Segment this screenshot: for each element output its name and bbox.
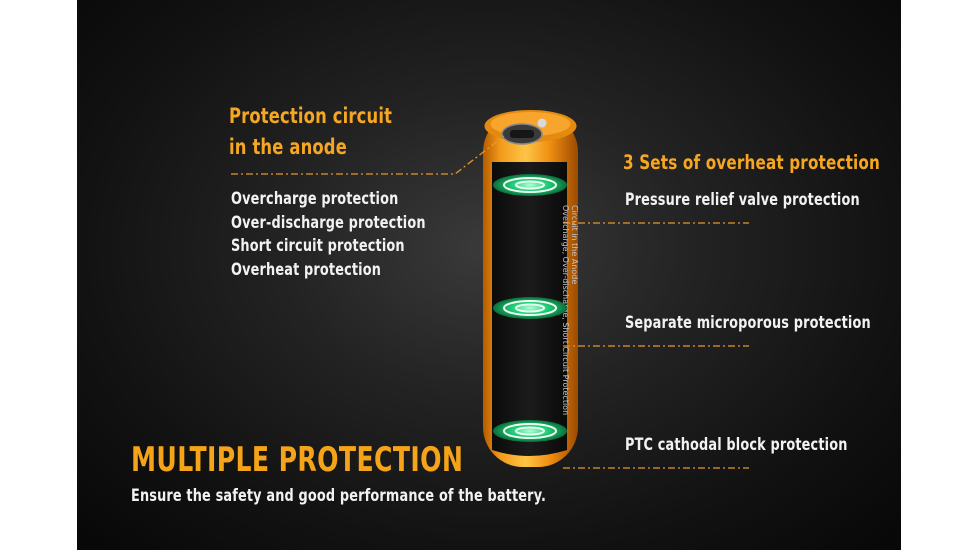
protection-ring-bottom bbox=[493, 420, 567, 442]
usb-port-icon bbox=[501, 118, 547, 145]
svg-text:Circuit in the Anode: Circuit in the Anode bbox=[570, 205, 579, 284]
anode-protection-list: Overcharge protection Over-discharge pro… bbox=[231, 187, 426, 281]
microporous-label: Separate microporous protection bbox=[625, 313, 871, 332]
product-banner: Overcharge, Over-discharge, Short Circui… bbox=[77, 0, 901, 550]
list-item: Short circuit protection bbox=[231, 236, 405, 255]
overheat-protection-title: 3 Sets of overheat protection bbox=[623, 151, 881, 174]
list-item: Overheat protection bbox=[231, 259, 382, 279]
battery-illustration: Overcharge, Over-discharge, Short Circui… bbox=[231, 110, 749, 469]
anode-title-line1: Protection circuit bbox=[229, 104, 393, 128]
callout-line-anode bbox=[231, 135, 505, 175]
ptc-label: PTC cathodal block protection bbox=[625, 435, 848, 454]
anode-title-line2: in the anode bbox=[229, 135, 347, 159]
pressure-relief-label: Pressure relief valve protection bbox=[625, 190, 860, 209]
list-item: Overcharge protection bbox=[231, 189, 399, 208]
protection-ring-top bbox=[493, 174, 567, 196]
protection-ring-middle bbox=[493, 297, 567, 319]
tagline: Ensure the safety and good performance o… bbox=[131, 486, 547, 505]
callout-lines bbox=[231, 135, 749, 469]
list-item: Over-discharge protection bbox=[231, 212, 426, 232]
anode-protection-title: Protection circuit in the anode bbox=[229, 101, 392, 163]
headline: MULTIPLE PROTECTION bbox=[131, 440, 464, 480]
